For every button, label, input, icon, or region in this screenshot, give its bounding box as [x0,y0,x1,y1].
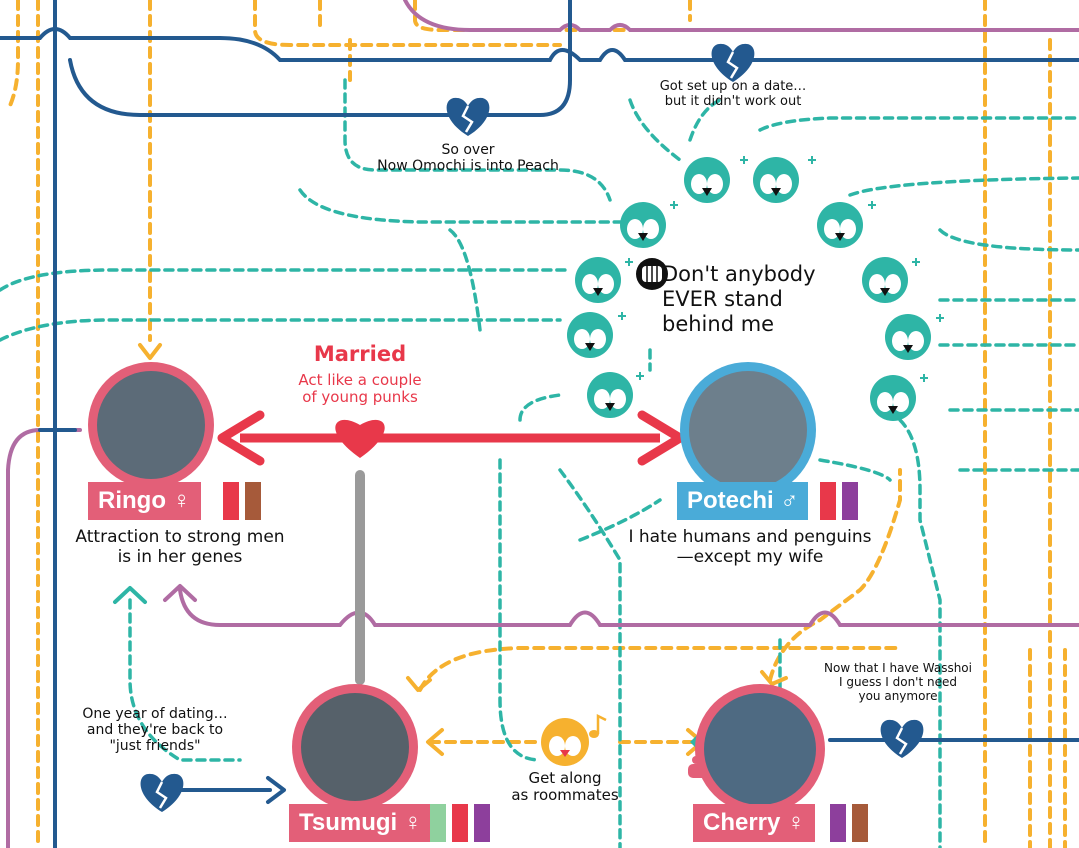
married-arrow [217,410,685,466]
sparkle-icons [618,156,944,382]
tsumugi-swatch [430,804,446,842]
wasshoi-note: Now that I have Wasshoi I guess I don't … [824,661,972,703]
music-note-icon [589,713,607,738]
arrow-right-icon [266,776,286,804]
ringo-name-label: Ringo ♀ [88,482,201,520]
one-year-note: One year of dating… and they're back to … [82,706,228,755]
potechi-name: Potechi [687,487,774,514]
male-icon: ♂ [780,487,799,514]
so-over-note: So over Now Omochi is into Peach [377,142,559,175]
broken-heart-icon [446,97,490,136]
cherry-avatar[interactable] [695,684,825,814]
fist-icon [636,258,668,290]
arrow-down-icon [138,343,162,360]
female-icon: ♀ [403,809,422,836]
penguin-icons [567,157,931,421]
broken-heart-icon [711,43,755,82]
female-icon: ♀ [172,487,191,514]
arrow-up-icon [163,584,197,602]
yellow-penguin-icon [541,718,589,766]
shout-label: Don't anybody EVER stand behind me [662,262,816,337]
ringo-avatar[interactable] [88,362,214,488]
arrow-left-icon [426,728,444,756]
potechi-avatar[interactable] [680,362,816,498]
tsumugi-photo [301,693,409,801]
ringo-name: Ringo [98,487,166,514]
ringo-photo [97,371,205,479]
potechi-swatch [842,482,858,520]
tsumugi-avatar[interactable] [292,684,418,810]
roommates-note: Get along as roommates [511,769,619,805]
potechi-swatch [820,482,836,520]
cherry-name: Cherry [703,809,781,836]
ringo-swatch [245,482,261,520]
cherry-photo [704,693,816,805]
arrow-left-icon [406,676,432,692]
broken-heart-icon [880,719,924,758]
cherry-swatch [830,804,846,842]
ringo-swatch [223,482,239,520]
tsumugi-name-label: Tsumugi ♀ [289,804,432,842]
tsumugi-swatch [452,804,468,842]
cherry-name-label: Cherry ♀ [693,804,816,842]
married-title: Married [313,342,407,366]
cherry-swatch [852,804,868,842]
female-icon: ♀ [787,809,806,836]
potechi-caption: I hate humans and penguins —except my wi… [628,527,872,567]
tsumugi-name: Tsumugi [299,809,398,836]
arrow-up-icon [113,586,147,604]
broken-heart-icon [140,773,184,812]
married-subtitle: Act like a couple of young punks [298,371,422,407]
heart-icon [335,419,385,458]
teal-lines [0,78,1079,848]
tsumugi-swatch [474,804,490,842]
arrow-down-icon [760,670,788,686]
potechi-photo [689,371,807,489]
date-note: Got set up on a date… but it didn't work… [659,79,807,109]
ringo-caption: Attraction to strong men is in her genes [75,527,285,567]
potechi-name-label: Potechi ♂ [677,482,809,520]
